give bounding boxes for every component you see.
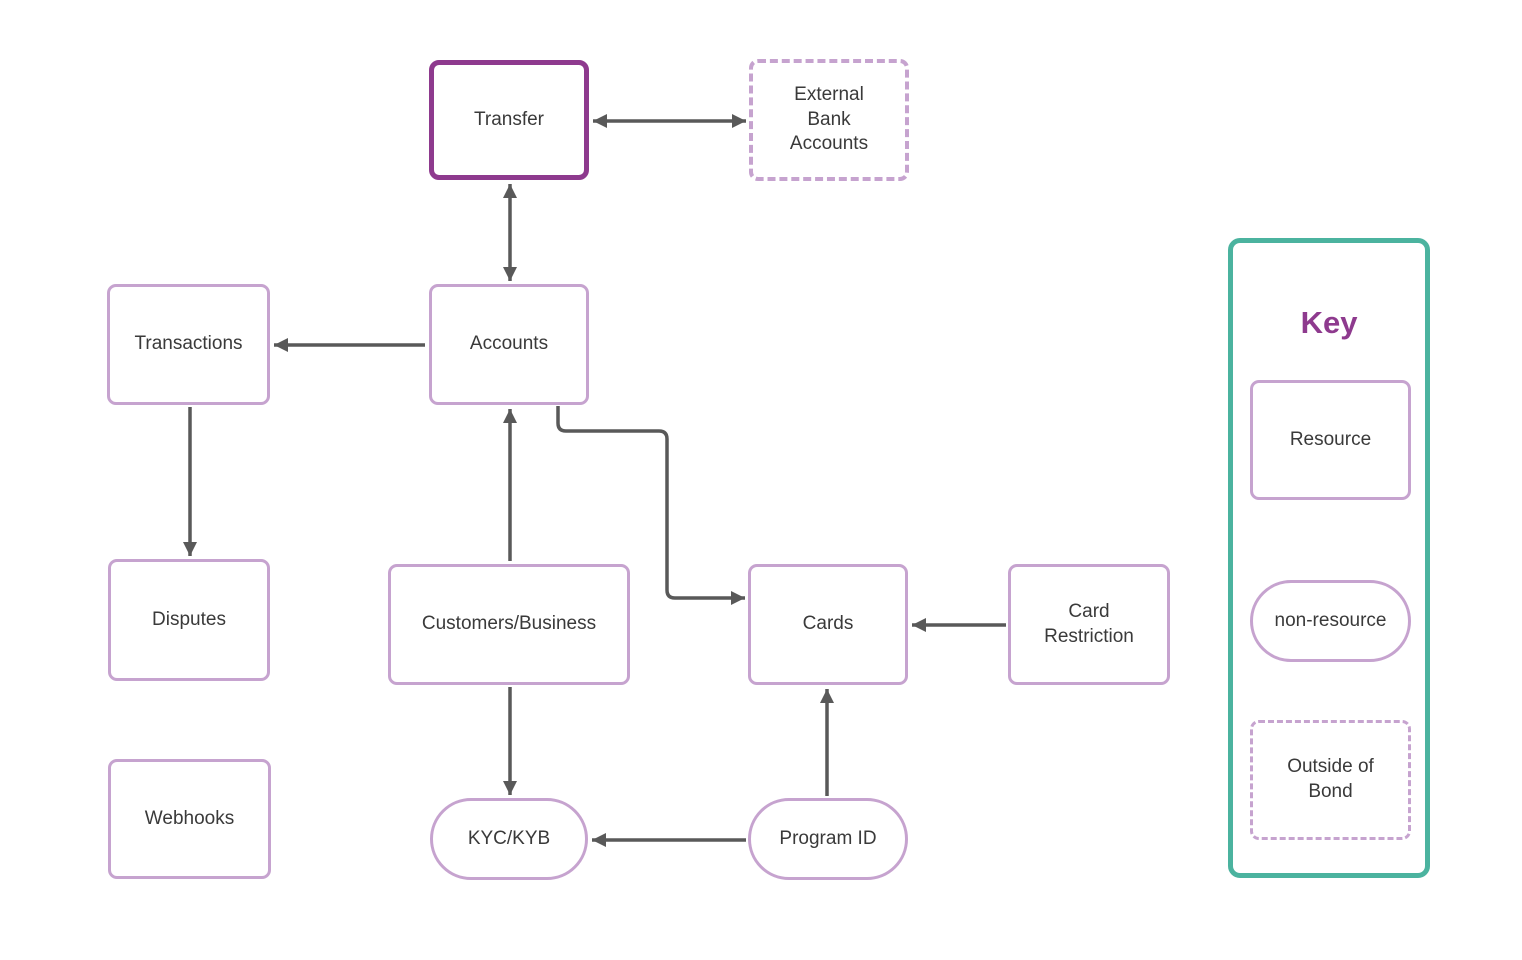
node-disputes: Disputes — [108, 559, 270, 681]
node-webhooks-label: Webhooks — [144, 807, 235, 829]
node-card-restriction: Card Restriction — [1008, 564, 1170, 685]
node-external-bank-accounts: External Bank Accounts — [749, 59, 909, 181]
node-transactions-label: Transactions — [134, 333, 243, 355]
node-transactions: Transactions — [107, 284, 270, 405]
node-card-restriction-label: Card Restriction — [1044, 600, 1134, 647]
key-item-non-resource-label: non-resource — [1274, 609, 1387, 631]
node-external-bank-accounts-label: External Bank Accounts — [789, 83, 869, 155]
node-customers-business-label: Customers/Business — [421, 613, 597, 635]
key-item-outside-of-bond-label: Outside of Bond — [1287, 756, 1374, 802]
key-panel: Key Resource non-resource Outside of Bon… — [1228, 238, 1430, 878]
node-transfer-label: Transfer — [473, 108, 545, 130]
key-item-non-resource: non-resource — [1250, 580, 1411, 662]
key-item-resource-label: Resource — [1289, 428, 1372, 450]
node-customers-business: Customers/Business — [388, 564, 630, 685]
node-program-id: Program ID — [748, 798, 908, 880]
key-title: Key — [1300, 305, 1358, 340]
key-item-resource: Resource — [1250, 380, 1411, 500]
node-kyc-kyb-label: KYC/KYB — [467, 827, 551, 849]
node-cards-label: Cards — [802, 613, 854, 635]
node-disputes-label: Disputes — [152, 608, 226, 630]
node-accounts-label: Accounts — [469, 333, 549, 355]
node-accounts: Accounts — [429, 284, 589, 405]
node-transfer: Transfer — [429, 60, 589, 180]
node-program-id-label: Program ID — [779, 827, 877, 849]
key-item-outside-of-bond: Outside of Bond — [1250, 720, 1411, 840]
node-webhooks: Webhooks — [108, 759, 271, 879]
node-cards: Cards — [748, 564, 908, 685]
node-kyc-kyb: KYC/KYB — [430, 798, 588, 880]
